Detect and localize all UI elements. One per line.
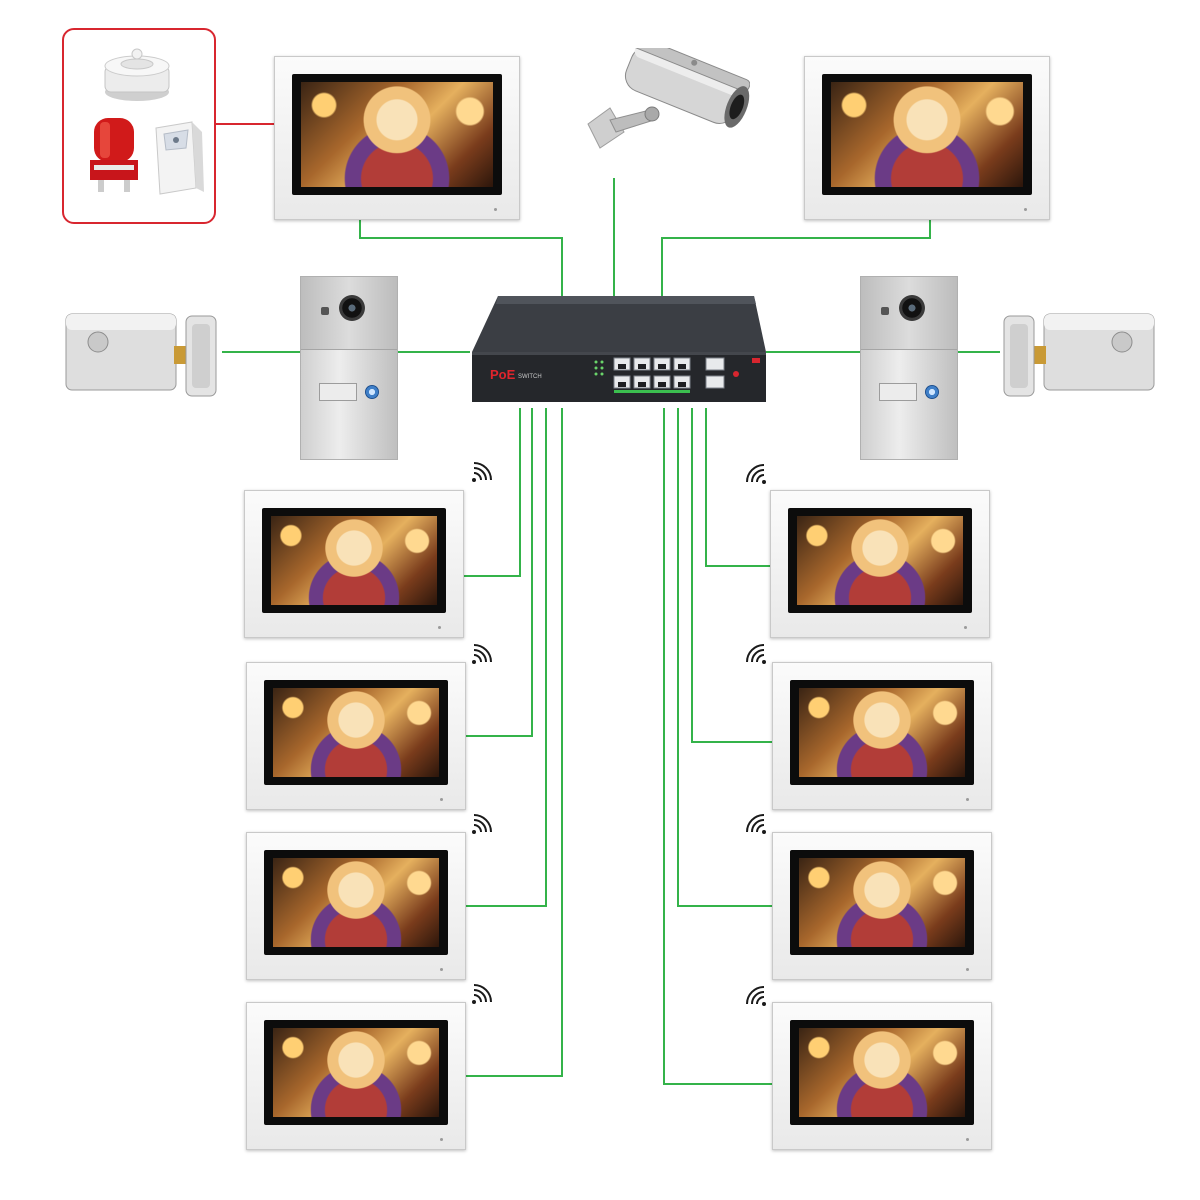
wifi-icon — [746, 644, 766, 664]
status-led — [440, 968, 443, 971]
uplink-ports — [705, 357, 725, 389]
microphone-icon — [881, 307, 889, 315]
wifi-monitor-left-3 — [246, 832, 466, 980]
wifi-icon — [746, 986, 766, 1006]
call-button — [925, 385, 939, 399]
status-led — [494, 208, 497, 211]
cable-right-monitor-4 — [663, 408, 774, 1085]
wifi-monitor-left-4 — [246, 1002, 466, 1150]
monitor-screen — [831, 82, 1023, 187]
cable-right-monitor-1 — [705, 408, 772, 567]
monitor-screen — [797, 516, 963, 605]
bullet-camera — [580, 36, 751, 184]
monitor-screen — [799, 688, 965, 777]
camera-lens-icon — [339, 295, 365, 321]
switch-model-label: SWITCH — [518, 374, 542, 380]
monitor-bezel — [262, 508, 446, 613]
monitor-screen — [301, 82, 493, 187]
poe-strip — [614, 390, 690, 393]
status-led — [440, 798, 443, 801]
monitor-screen — [271, 516, 437, 605]
wifi-icon — [472, 644, 492, 664]
wifi-icon — [746, 464, 766, 484]
status-led — [966, 968, 969, 971]
monitor-screen — [799, 1028, 965, 1117]
status-led — [1024, 208, 1027, 211]
status-led — [966, 798, 969, 801]
monitor-bezel — [790, 1020, 974, 1125]
wifi-monitor-right-4 — [772, 1002, 992, 1150]
wifi-monitor-left-1 — [244, 490, 464, 638]
door-camera-panel — [301, 277, 397, 350]
monitor-bezel — [790, 680, 974, 785]
network-cables — [216, 123, 1000, 1085]
wifi-monitor-right-3 — [772, 832, 992, 980]
electric-lock-icon — [65, 313, 217, 397]
electric-lock-icon — [1003, 313, 1155, 397]
cable-left-monitor-2 — [466, 408, 533, 737]
cable-left-monitor-1 — [464, 408, 521, 577]
wifi-icon — [472, 814, 492, 834]
switch-brand-label: PoE — [490, 367, 516, 382]
electric-lock-left — [62, 304, 222, 404]
monitor-bezel — [264, 850, 448, 955]
wifi-icon — [746, 814, 766, 834]
cable-left-monitor-3 — [466, 408, 547, 907]
monitor-bezel — [788, 508, 972, 613]
monitor-top-right — [804, 56, 1050, 220]
door-station-left — [300, 276, 398, 460]
door-camera-panel — [861, 277, 957, 350]
monitor-bezel — [264, 680, 448, 785]
electric-lock-right — [998, 304, 1158, 404]
wifi-monitor-left-2 — [246, 662, 466, 810]
wifi-monitor-right-1 — [770, 490, 990, 638]
cable-left-monitor-4 — [466, 408, 563, 1077]
monitor-bezel — [292, 74, 502, 195]
wifi-icon — [472, 462, 492, 482]
monitor-screen — [799, 858, 965, 947]
alarm-kit — [62, 28, 216, 224]
status-led — [440, 1138, 443, 1141]
wifi-monitor-right-2 — [772, 662, 992, 810]
monitor-top-left — [274, 56, 520, 220]
call-button — [365, 385, 379, 399]
cable-right-monitor-3 — [677, 408, 774, 907]
monitor-bezel — [264, 1020, 448, 1125]
camera-icon — [587, 36, 751, 149]
door-station-right — [860, 276, 958, 460]
poe-switch-graphic: PoE SWITCH — [472, 296, 766, 402]
cable-top-left-monitor — [359, 218, 563, 296]
name-plate — [319, 383, 357, 401]
status-led — [964, 626, 967, 629]
strobe-siren-icon — [90, 118, 138, 192]
camera-lens-icon — [899, 295, 925, 321]
status-led — [966, 1138, 969, 1141]
poe-switch: PoE SWITCH — [468, 294, 768, 406]
monitor-screen — [273, 688, 439, 777]
wifi-icon — [472, 984, 492, 1004]
power-led — [733, 371, 739, 377]
monitor-bezel — [822, 74, 1032, 195]
cable-top-right-monitor — [661, 218, 931, 296]
smoke-detector-icon — [104, 48, 170, 101]
name-plate — [879, 383, 917, 401]
microphone-icon — [321, 307, 329, 315]
monitor-screen — [273, 1028, 439, 1117]
monitor-screen — [273, 858, 439, 947]
status-led — [438, 626, 441, 629]
cable-right-monitor-2 — [691, 408, 774, 743]
alarm-devices — [90, 48, 204, 195]
monitor-bezel — [790, 850, 974, 955]
pir-sensor-icon — [155, 121, 204, 195]
